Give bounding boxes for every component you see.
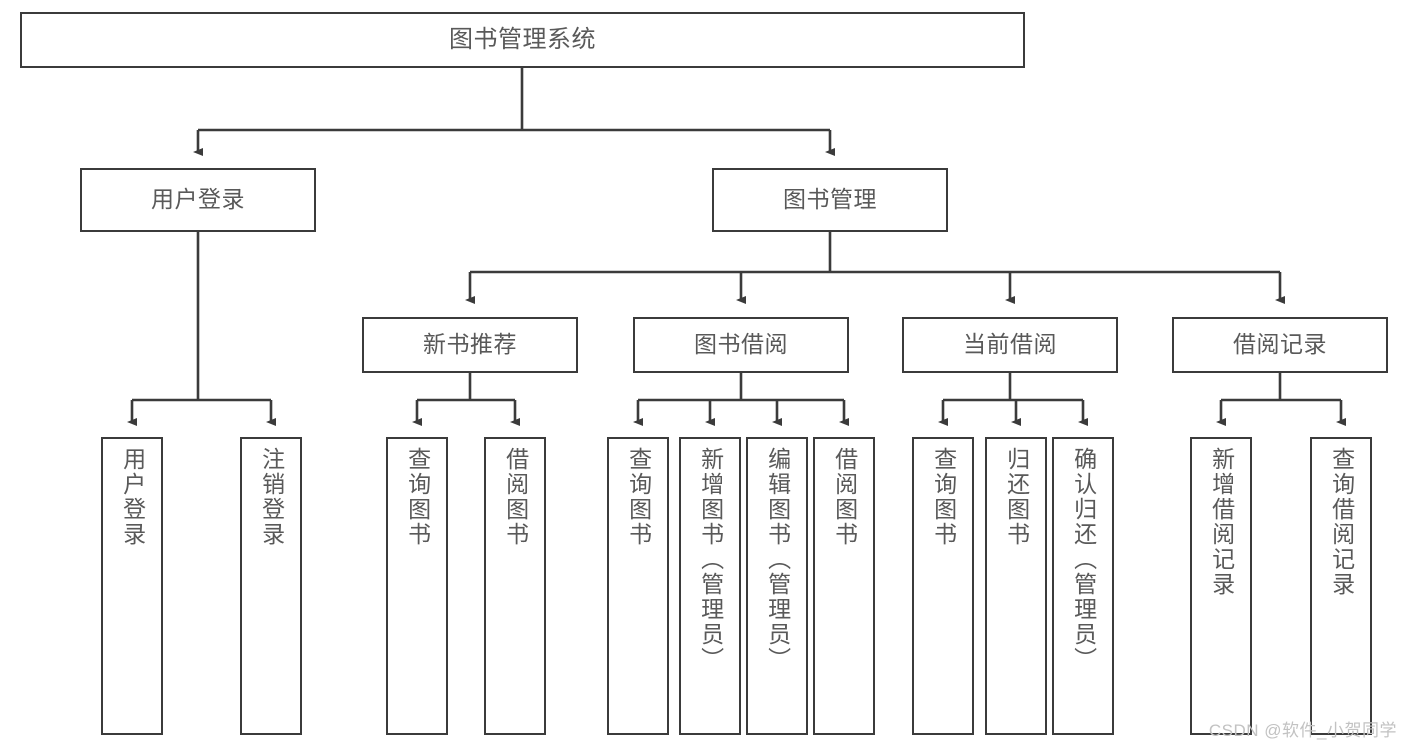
node-leaf-add-record-label: 新增借阅记录 — [1208, 447, 1235, 597]
node-leaf-edit-book-label: 编辑图书（管理员） — [764, 447, 791, 672]
node-leaf-query-book-1[interactable]: 查询图书 — [386, 437, 448, 735]
node-leaf-add-book-label: 新增图书（管理员） — [697, 447, 724, 672]
node-leaf-query-record[interactable]: 查询借阅记录 — [1310, 437, 1372, 735]
node-leaf-user-logout-label: 注销登录 — [258, 447, 285, 547]
node-current-borrow[interactable]: 当前借阅 — [902, 317, 1118, 373]
node-leaf-confirm-return[interactable]: 确认归还（管理员） — [1052, 437, 1114, 735]
node-root[interactable]: 图书管理系统 — [20, 12, 1025, 68]
node-leaf-user-login[interactable]: 用户登录 — [101, 437, 163, 735]
node-leaf-query-record-label: 查询借阅记录 — [1328, 447, 1355, 597]
node-leaf-add-record[interactable]: 新增借阅记录 — [1190, 437, 1252, 735]
node-user-login[interactable]: 用户登录 — [80, 168, 316, 232]
node-leaf-borrow-book-1-label: 借阅图书 — [502, 447, 529, 547]
node-borrow-record-label: 借阅记录 — [1233, 331, 1327, 358]
node-leaf-query-book-2-label: 查询图书 — [625, 447, 652, 547]
node-leaf-query-book-3[interactable]: 查询图书 — [912, 437, 974, 735]
node-leaf-return-book[interactable]: 归还图书 — [985, 437, 1047, 735]
node-leaf-query-book-1-label: 查询图书 — [404, 447, 431, 547]
node-leaf-return-book-label: 归还图书 — [1003, 447, 1030, 547]
node-borrow-record[interactable]: 借阅记录 — [1172, 317, 1388, 373]
node-leaf-user-logout[interactable]: 注销登录 — [240, 437, 302, 735]
node-new-book-recommend[interactable]: 新书推荐 — [362, 317, 578, 373]
node-leaf-borrow-book-1[interactable]: 借阅图书 — [484, 437, 546, 735]
node-book-borrow-label: 图书借阅 — [694, 331, 788, 358]
node-leaf-query-book-3-label: 查询图书 — [930, 447, 957, 547]
node-book-borrow[interactable]: 图书借阅 — [633, 317, 849, 373]
node-user-login-label: 用户登录 — [151, 186, 245, 213]
node-root-label: 图书管理系统 — [449, 25, 596, 53]
node-new-book-recommend-label: 新书推荐 — [423, 331, 517, 358]
node-leaf-confirm-return-label: 确认归还（管理员） — [1070, 447, 1097, 672]
node-leaf-edit-book[interactable]: 编辑图书（管理员） — [746, 437, 808, 735]
node-leaf-borrow-book-2[interactable]: 借阅图书 — [813, 437, 875, 735]
node-leaf-user-login-label: 用户登录 — [119, 447, 146, 547]
node-book-manage-label: 图书管理 — [783, 186, 877, 213]
node-leaf-borrow-book-2-label: 借阅图书 — [831, 447, 858, 547]
node-leaf-add-book[interactable]: 新增图书（管理员） — [679, 437, 741, 735]
csdn-watermark: CSDN @软件_小贺同学 — [1208, 721, 1397, 740]
node-leaf-query-book-2[interactable]: 查询图书 — [607, 437, 669, 735]
node-book-manage[interactable]: 图书管理 — [712, 168, 948, 232]
node-current-borrow-label: 当前借阅 — [963, 331, 1057, 358]
